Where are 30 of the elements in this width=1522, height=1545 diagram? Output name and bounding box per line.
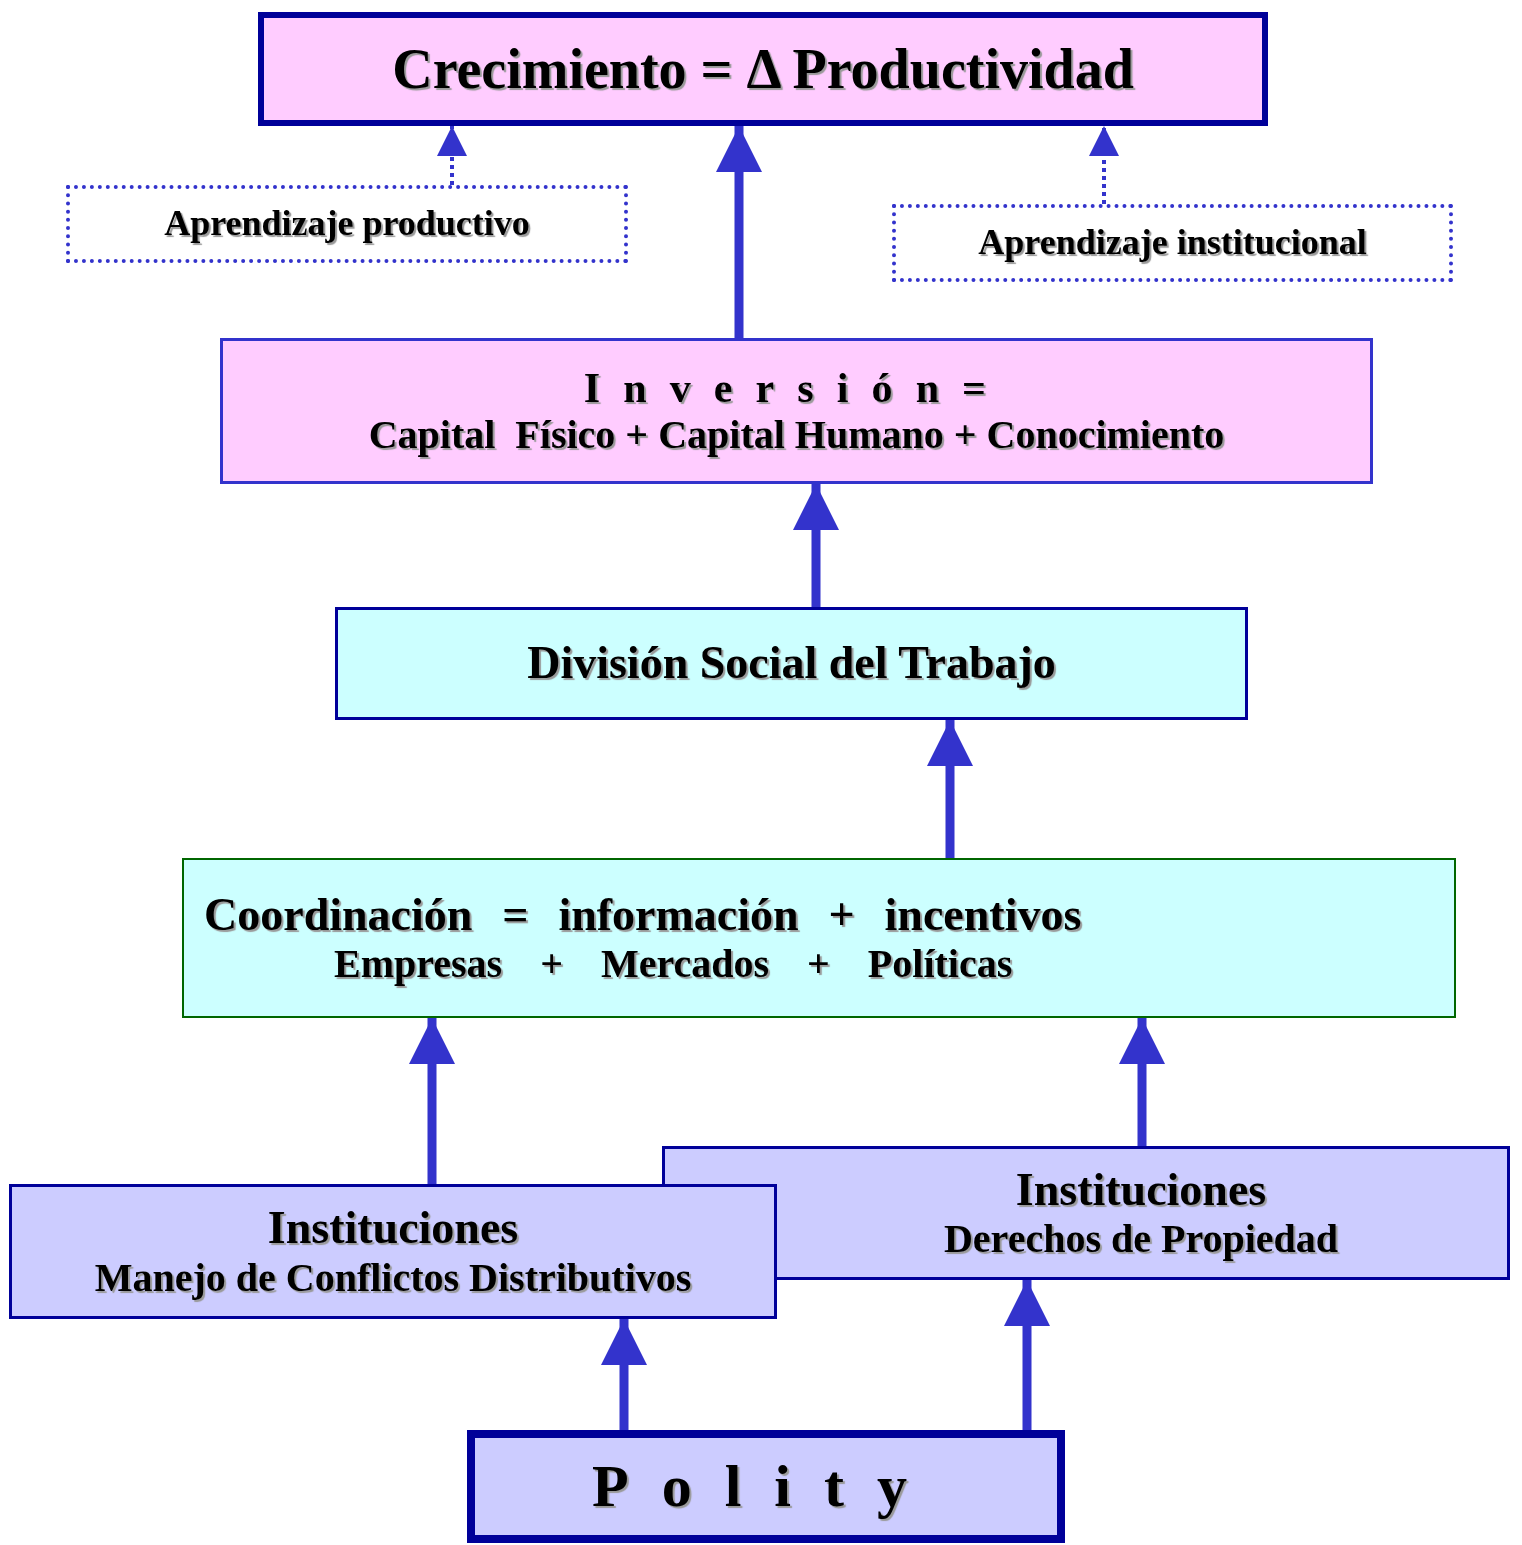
process-box [182, 858, 1456, 1018]
node-subtitle: Derechos de Propiedad [943, 1216, 1339, 1263]
process-box [9, 1184, 777, 1319]
node-title: Instituciones [1015, 1163, 1267, 1217]
arrow [793, 484, 839, 607]
arrow [1119, 1018, 1165, 1146]
note-box [66, 185, 628, 263]
node-subtitle: Manejo de Conflictos Distributivos [94, 1254, 692, 1301]
node-subtitle: Capital Físico + Capital Humano + Conocimiento [368, 412, 1225, 459]
node-title: Aprendizaje institucional [978, 222, 1367, 264]
arrow [409, 1018, 455, 1184]
process-box [467, 1430, 1065, 1543]
arrow [927, 720, 973, 858]
process-box [258, 12, 1268, 126]
arrow [437, 126, 467, 185]
arrow [601, 1319, 647, 1430]
node-title: Coordinación = información + incentivos [204, 888, 1082, 942]
node-title: Instituciones [267, 1202, 519, 1255]
arrow [716, 126, 762, 338]
node-title: Aprendizaje productivo [164, 203, 530, 245]
node-title: Crecimiento = Δ Productividad [392, 36, 1134, 102]
process-box [335, 607, 1248, 720]
note-box [892, 204, 1453, 282]
node-title: División Social del Trabajo [527, 637, 1056, 690]
process-box [220, 338, 1373, 484]
node-subtitle: Empresas + Mercados + Políticas [334, 941, 1013, 988]
node-title: Inversión= [583, 363, 1010, 413]
node-title: Polity [592, 1452, 940, 1521]
arrow [1004, 1280, 1050, 1430]
arrow [1089, 126, 1119, 204]
